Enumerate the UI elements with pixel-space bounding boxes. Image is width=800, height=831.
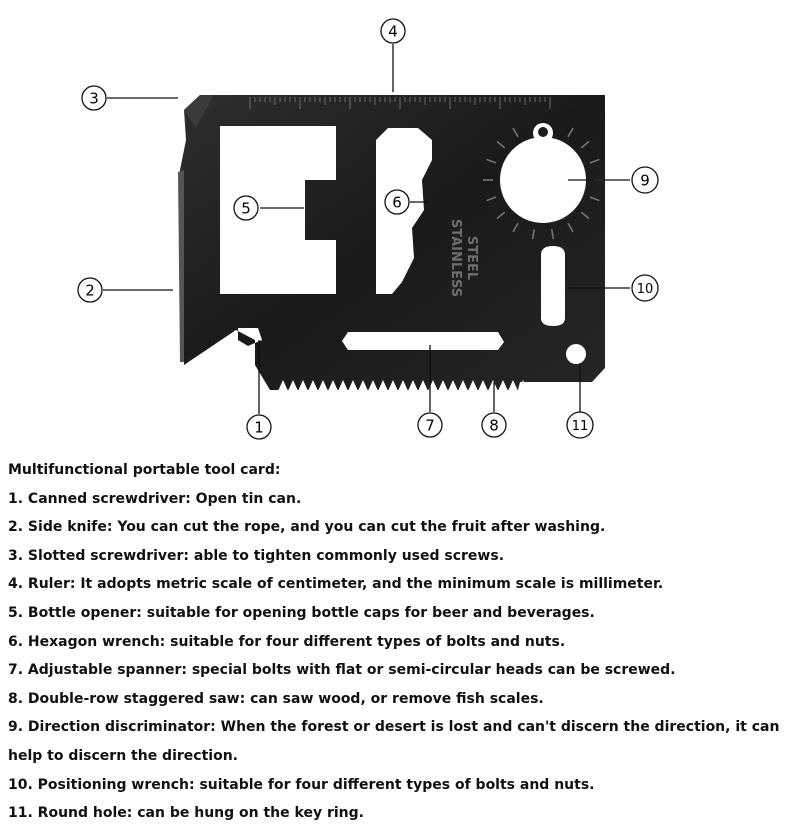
engraved-line1: STAINLESS	[448, 219, 463, 297]
saw-tooth	[378, 380, 388, 391]
svg-text:10: 10	[637, 282, 654, 297]
callout-7: 7	[417, 412, 443, 438]
list-item: 7. Adjustable spanner: special bolts wit…	[8, 662, 676, 679]
side-knife-edge	[178, 170, 184, 362]
saw-tooth	[328, 380, 338, 391]
ruler	[249, 97, 551, 109]
engraved-line2: STEEL	[464, 236, 479, 280]
list-item: 6. Hexagon wrench: suitable for four dif…	[8, 633, 566, 650]
compass-ray	[486, 196, 497, 202]
svg-text:7: 7	[425, 417, 435, 435]
slotted-screwdriver	[184, 95, 214, 128]
saw-tooth	[308, 380, 318, 391]
callout-10: 10	[631, 274, 659, 302]
compass-ray	[567, 222, 574, 233]
feature-list: 1. Canned screwdriver: Open tin can. 2. …	[8, 485, 794, 828]
list-item: 10. Positioning wrench: suitable for fou…	[8, 776, 595, 793]
saw-tooth	[518, 380, 528, 391]
callout-11: 11	[566, 411, 594, 439]
engraved-text: STAINLESS STEEL	[448, 219, 479, 297]
list-item: 4. Ruler: It adopts metric scale of cent…	[8, 576, 664, 593]
saw-tooth	[488, 380, 498, 391]
saw-tooth	[448, 380, 458, 391]
list-item: 3. Slotted screwdriver: able to tighten …	[8, 547, 505, 564]
saw-tooth	[298, 380, 308, 391]
list-item: 11. Round hole: can be hung on the key r…	[8, 805, 364, 822]
callout-2: 2	[77, 277, 103, 303]
compass-ray	[550, 229, 555, 240]
callout-3: 3	[81, 85, 107, 111]
list-item: 1. Canned screwdriver: Open tin can.	[8, 490, 302, 507]
compass-ray	[486, 158, 497, 164]
saw-tooth	[508, 380, 518, 391]
description-title: Multifunctional portable tool card:	[8, 462, 281, 478]
svg-text:2: 2	[85, 282, 95, 300]
list-item: 2. Side knife: You can cut the rope, and…	[8, 519, 606, 536]
saw-tooth	[348, 380, 358, 391]
saw-tooth	[398, 380, 408, 391]
tool-card	[180, 95, 605, 390]
saw-tooth	[278, 380, 288, 391]
svg-text:9: 9	[640, 172, 650, 190]
callout-4: 4	[380, 18, 406, 44]
compass-ray	[531, 229, 536, 240]
saw-tooth	[458, 380, 468, 391]
compass-ray	[512, 127, 519, 138]
list-item: 9. Direction discriminator: When the for…	[8, 719, 780, 764]
compass-rays	[483, 127, 603, 240]
compass-ray	[580, 140, 590, 149]
tool-card-diagram: STAINLESS STEEL 1 2 3 4 5 6	[77, 18, 659, 440]
svg-text:4: 4	[388, 23, 398, 41]
compass-ray	[589, 158, 600, 164]
callout-8: 8	[481, 412, 507, 438]
direction-discriminator	[500, 137, 586, 223]
saw-tooth	[478, 380, 488, 391]
saw-tooth	[438, 380, 448, 391]
svg-text:1: 1	[254, 419, 264, 437]
description: Multifunctional portable tool card: 1. C…	[8, 456, 794, 828]
list-item: 8. Double-row staggered saw: can saw woo…	[8, 690, 544, 707]
svg-text:3: 3	[89, 90, 99, 108]
compass-ray	[580, 211, 590, 220]
saw-tooth	[418, 380, 428, 391]
compass-ray	[512, 222, 519, 233]
compass-ray	[496, 140, 506, 149]
callout-6: 6	[384, 189, 410, 215]
svg-text:8: 8	[489, 417, 499, 435]
saw-tooth	[358, 380, 368, 391]
callout-9: 9	[631, 166, 659, 194]
saw-tooth	[368, 380, 378, 391]
saw-tooth	[468, 380, 478, 391]
callout-5: 5	[233, 195, 259, 221]
svg-text:5: 5	[241, 200, 251, 218]
list-item: 5. Bottle opener: suitable for opening b…	[8, 604, 595, 621]
svg-text:11: 11	[572, 419, 589, 434]
compass-ray	[589, 196, 600, 202]
compass-ray	[567, 127, 574, 138]
saw-tooth	[388, 380, 398, 391]
saw-tooth	[498, 380, 508, 391]
saw-tooth	[408, 380, 418, 391]
saw-teeth	[278, 380, 528, 391]
svg-text:6: 6	[392, 194, 402, 212]
callout-1: 1	[246, 414, 272, 440]
compass-ray	[496, 211, 506, 220]
saw-tooth	[288, 380, 298, 391]
saw-tooth	[318, 380, 328, 391]
leader-lines	[103, 44, 630, 414]
saw-tooth	[338, 380, 348, 391]
